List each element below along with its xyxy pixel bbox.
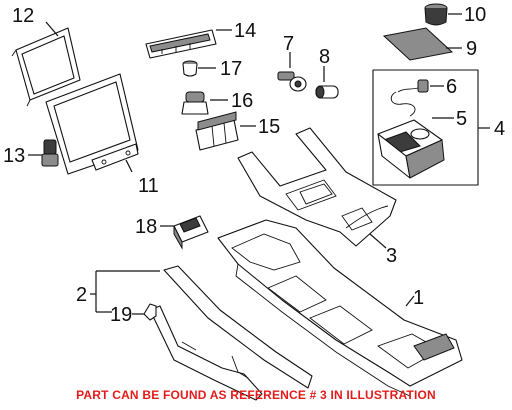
callout-14: 14 xyxy=(234,20,256,42)
callout-12: 12 xyxy=(12,5,34,27)
part-12-display-screen: 12 xyxy=(11,5,81,107)
part-7-connector: 7 xyxy=(277,33,307,92)
callout-16: 16 xyxy=(231,90,253,112)
part-17-button: 17 xyxy=(182,58,242,80)
callout-8: 8 xyxy=(319,46,330,68)
callout-9: 9 xyxy=(466,38,477,60)
part-6-cable: 6 xyxy=(390,76,457,117)
callout-2: 2 xyxy=(76,284,87,306)
part-4-cup-holder-assembly: 4 6 5 xyxy=(372,69,505,186)
callout-15: 15 xyxy=(258,116,280,138)
part-9-mat: 9 xyxy=(382,27,477,61)
part-15-switch-cluster: 15 xyxy=(195,111,280,151)
callout-7: 7 xyxy=(283,33,294,55)
part-10-cup: 10 xyxy=(424,3,486,26)
callout-1: 1 xyxy=(413,287,424,309)
callout-10: 10 xyxy=(464,4,486,26)
part-8-socket: 8 xyxy=(315,46,339,99)
callout-4: 4 xyxy=(494,118,505,140)
callout-6: 6 xyxy=(446,76,457,98)
footer-note: PART CAN BE FOUND AS REFERENCE # 3 IN IL… xyxy=(76,388,436,402)
part-16-knob: 16 xyxy=(181,90,253,115)
callout-19: 19 xyxy=(110,304,132,326)
part-13-switch: 13 xyxy=(3,139,59,167)
part-5-cup-holder: 5 xyxy=(377,108,467,179)
callout-13: 13 xyxy=(3,145,25,167)
part-18-switch-module: 18 xyxy=(135,215,209,250)
part-14-switch-panel: 14 xyxy=(145,20,256,59)
part-19-bracket: 19 xyxy=(110,303,157,326)
part-1-console-base: 1 xyxy=(217,219,463,397)
callout-18: 18 xyxy=(135,216,157,238)
part-3-shifter-trim: 3 xyxy=(237,127,397,267)
callout-11: 11 xyxy=(138,175,159,197)
part-11-display-bezel: 11 xyxy=(45,73,159,197)
callout-17: 17 xyxy=(220,58,242,80)
callout-5: 5 xyxy=(456,108,467,130)
callout-3: 3 xyxy=(386,245,397,267)
part-2-side-trim: 2 xyxy=(76,265,313,401)
